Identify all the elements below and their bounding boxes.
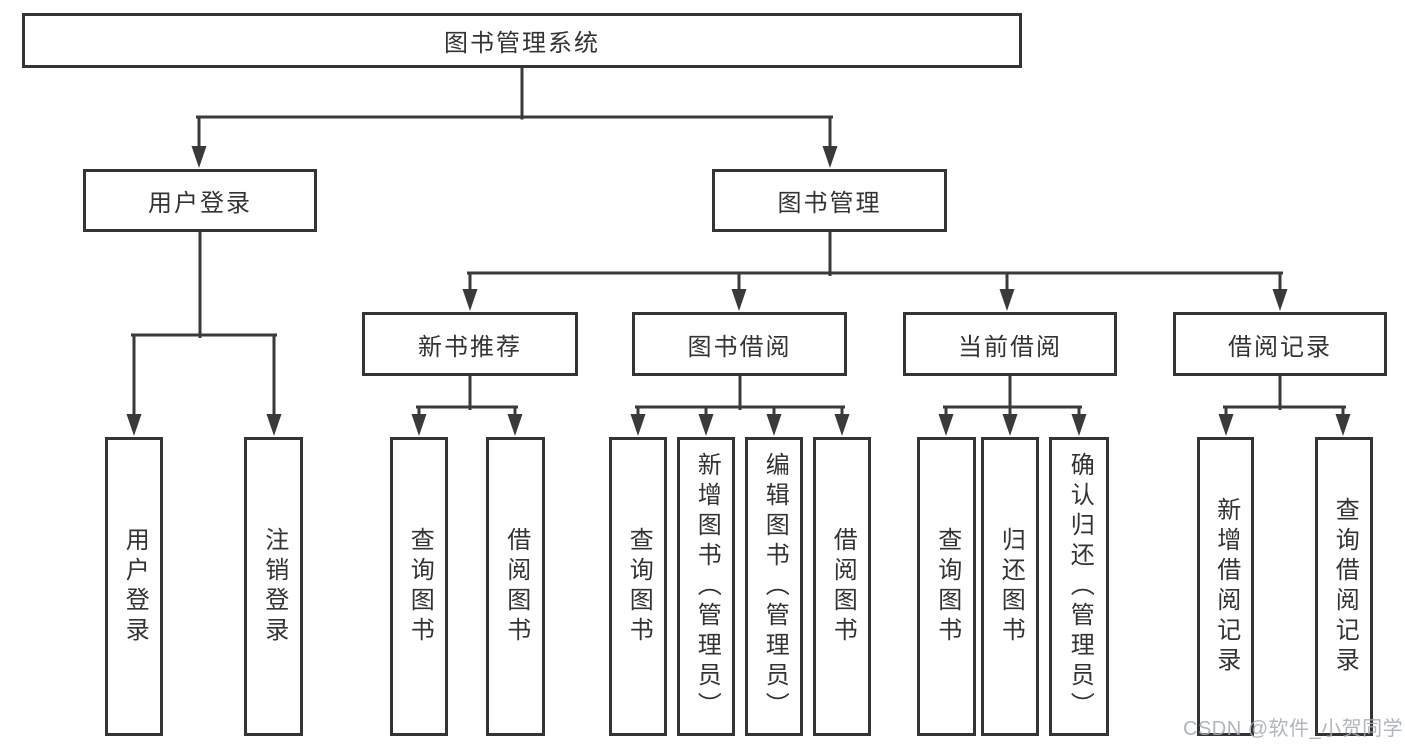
node-edit-books-admin-label: 编辑图书（管理员） xyxy=(761,451,789,722)
node-edit-books-admin: 编辑图书（管理员） xyxy=(745,437,803,736)
node-user-login-leaf: 用户登录 xyxy=(105,437,163,736)
node-book-borrow-label: 图书借阅 xyxy=(687,333,792,361)
node-library-system-label: 图书管理系统 xyxy=(444,30,600,57)
node-add-books-admin-label: 新增图书（管理员） xyxy=(693,451,721,722)
node-query-books-3: 查询图书 xyxy=(917,437,976,736)
node-library-system: 图书管理系统 xyxy=(22,13,1022,68)
node-add-borrow-record: 新增借阅记录 xyxy=(1197,437,1254,736)
node-return-books-label: 归还图书 xyxy=(997,526,1025,647)
node-add-borrow-record-label: 新增借阅记录 xyxy=(1212,496,1240,677)
node-borrow-books-2: 借阅图书 xyxy=(813,437,871,736)
node-query-books-2: 查询图书 xyxy=(609,437,667,736)
node-logout-leaf: 注销登录 xyxy=(244,437,303,736)
node-add-books-admin: 新增图书（管理员） xyxy=(677,437,735,736)
node-confirm-return-admin: 确认归还（管理员） xyxy=(1049,437,1109,736)
node-user-login-label: 用户登录 xyxy=(148,190,252,217)
node-new-book-recommend-label: 新书推荐 xyxy=(418,333,522,361)
node-query-books-1-label: 查询图书 xyxy=(406,526,434,647)
csdn-watermark: CSDN @软件_小贺同学 xyxy=(1183,718,1404,740)
node-borrow-records-label: 借阅记录 xyxy=(1228,333,1332,361)
node-query-books-1: 查询图书 xyxy=(390,437,448,736)
node-logout-leaf-label: 注销登录 xyxy=(260,526,288,647)
node-query-borrow-record-label: 查询借阅记录 xyxy=(1331,496,1359,677)
node-current-borrow: 当前借阅 xyxy=(903,312,1117,376)
arrowhead-icons xyxy=(126,146,1351,436)
node-user-login-leaf-label: 用户登录 xyxy=(121,526,149,647)
node-return-books: 归还图书 xyxy=(981,437,1039,736)
node-book-management-label: 图书管理 xyxy=(777,190,882,217)
node-query-books-3-label: 查询图书 xyxy=(933,526,961,647)
node-borrow-records: 借阅记录 xyxy=(1173,312,1387,376)
node-borrow-books-2-label: 借阅图书 xyxy=(829,526,857,647)
node-query-books-2-label: 查询图书 xyxy=(625,526,653,647)
node-borrow-books-1: 借阅图书 xyxy=(486,437,545,736)
node-current-borrow-label: 当前借阅 xyxy=(958,333,1062,361)
node-confirm-return-admin-label: 确认归还（管理员） xyxy=(1066,451,1094,722)
node-user-login: 用户登录 xyxy=(83,169,317,232)
node-query-borrow-record: 查询借阅记录 xyxy=(1315,437,1373,736)
node-book-borrow: 图书借阅 xyxy=(632,312,847,376)
node-book-management: 图书管理 xyxy=(712,169,947,232)
node-new-book-recommend: 新书推荐 xyxy=(362,312,578,376)
node-borrow-books-1-label: 借阅图书 xyxy=(502,526,530,647)
